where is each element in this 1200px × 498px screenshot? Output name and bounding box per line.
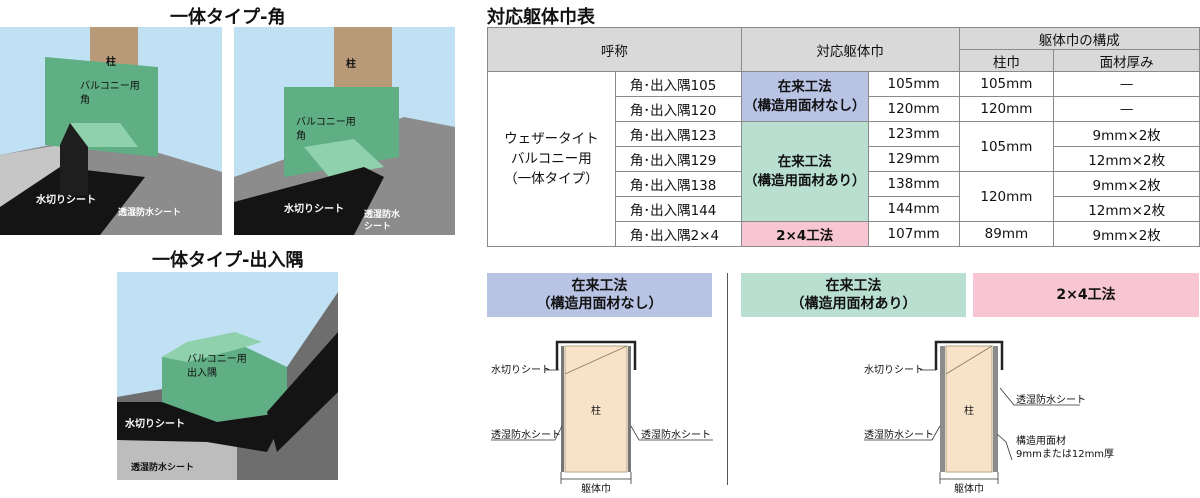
row-board: 12mm×2枚 (1053, 146, 1200, 172)
swatch-green: 在来工法 （構造用面材あり） (741, 273, 966, 317)
method-green-2: （構造用面材あり） (743, 172, 866, 189)
label-tosshitsu-left: 透湿防水シート (491, 428, 561, 441)
balcony-corner-illustration: 柱 バルコニー用 角 水切りシート 透湿防水シート (0, 27, 222, 235)
swatch-blue-2: （構造用面材なし） (536, 296, 663, 312)
label-kutai: 躯体巾 (954, 482, 984, 495)
label-tosshitsu-left: 透湿防水シート (864, 428, 934, 441)
table-row: 角･出入隅120 120mm 120mm — (488, 96, 1200, 122)
method-blue-2: （構造用面材なし） (743, 97, 866, 114)
row-name: 角･出入隅129 (614, 146, 742, 172)
row-name: 角･出入隅138 (614, 171, 742, 197)
method-blue-1: 在来工法 (777, 78, 832, 95)
divider (727, 273, 728, 485)
label-mizukiri: 水切りシート (283, 202, 344, 215)
header-kosei: 躯体巾の構成 (958, 27, 1200, 50)
product-line-1: ウェザータイト (504, 131, 599, 147)
compatible-width-table: 呼称 対応躯体巾 躯体巾の構成 柱巾 面材厚み ウェザータイト バルコニー用 （… (487, 27, 1200, 247)
table-row: 角･出入隅144 144mm 12mm×2枚 (488, 196, 1200, 222)
table-row: 角･出入隅123 在来工法 （構造用面材あり） 123mm 105mm 9mm×… (488, 121, 1200, 222)
label-hashira: 柱 (106, 55, 116, 68)
row-width: 144mm (867, 196, 960, 222)
row-width: 120mm (867, 96, 960, 122)
swatch-blue-1: 在来工法 (571, 278, 628, 294)
swatch-green-2: （構造用面材あり） (790, 296, 917, 312)
product-line-2: バルコニー用 (511, 151, 592, 167)
table-row: 角･出入隅138 138mm 120mm 9mm×2枚 (488, 171, 1200, 222)
row-board: 12mm×2枚 (1053, 196, 1200, 222)
balcony-corner-illustration-alt: 柱 バルコニー用 角 水切りシート 透湿防水 シート (234, 27, 455, 235)
label-hashira: 柱 (591, 404, 601, 417)
table-title: 対応躯体巾表 (487, 7, 595, 28)
row-name: 角･出入隅144 (614, 196, 742, 222)
label-mizukiri: 水切りシート (35, 193, 96, 206)
wall-section-diagram-left: 柱 水切りシート 透湿防水シート 透湿防水シート 躯体巾 (491, 340, 713, 495)
header-menzai: 面材厚み (1053, 49, 1200, 72)
label-kozo-1: 構造用面材 (1016, 434, 1066, 447)
row-pillar: 105mm (958, 121, 1055, 172)
label-tosshitsu-right: 透湿防水シート (1016, 393, 1086, 406)
label-balcony-1: バルコニー用 (296, 116, 356, 128)
label-kozo-2: 9mmまたは12mm厚 (1016, 448, 1114, 460)
swatch-pink-label: 2×4工法 (1056, 287, 1116, 303)
table-row: ウェザータイト バルコニー用 （一体タイプ） 角･出入隅105 在来工法 （構造… (487, 71, 1200, 247)
label-balcony-2: 角 (296, 130, 306, 142)
row-width: 107mm (867, 221, 960, 247)
label-balcony-2: 出入隅 (187, 366, 217, 379)
method-pink-cell: 2×4工法 (740, 221, 869, 247)
label-hashira: 柱 (346, 57, 356, 70)
row-width: 123mm (867, 121, 960, 147)
row-board: — (1053, 96, 1200, 122)
product-line-3: （一体タイプ） (504, 171, 599, 187)
swatch-pink: 2×4工法 (973, 273, 1199, 317)
header-hashira: 柱巾 (958, 49, 1055, 72)
label-tosshitsu-right: 透湿防水シート (641, 428, 711, 441)
swatch-blue: 在来工法 （構造用面材なし） (487, 273, 712, 317)
row-width: 105mm (867, 71, 960, 97)
label-tosshitsu: 透湿防水シート (131, 461, 194, 473)
table-row: 角･出入隅2×4 2×4工法 107mm 89mm 9mm×2枚 (488, 221, 1200, 247)
balcony-inout-corner-illustration: バルコニー用 出入隅 水切りシート 透湿防水シート (117, 272, 338, 480)
method-blue-cell: 在来工法 （構造用面材なし） (740, 71, 869, 122)
header-yobi: 呼称 (487, 27, 742, 72)
wall-section-diagram-right: 柱 水切りシート 透湿防水シート 透湿防水シート 構造用面材 9mmまたは12m… (864, 340, 1114, 495)
row-name: 角･出入隅123 (614, 121, 742, 147)
row-name: 角･出入隅2×4 (614, 221, 742, 247)
row-board: — (1053, 71, 1200, 97)
row-width: 129mm (867, 146, 960, 172)
method-green-cell: 在来工法 （構造用面材あり） (740, 121, 869, 222)
label-mizukiri: 水切りシート (124, 417, 185, 430)
table-row: 角･出入隅129 129mm 12mm×2枚 (488, 146, 1200, 172)
row-pillar: 89mm (958, 221, 1055, 247)
product-name-cell: ウェザータイト バルコニー用 （一体タイプ） (487, 71, 616, 247)
method-green-1: 在来工法 (777, 153, 832, 170)
label-mizukiri: 水切りシート (864, 364, 924, 376)
heading-deiri: 一体タイプ-出入隅 (152, 250, 304, 271)
row-name: 角･出入隅105 (614, 71, 742, 97)
label-tosshitsu-2: シート (364, 221, 391, 232)
label-balcony-1: バルコニー用 (187, 353, 247, 365)
row-pillar: 120mm (958, 96, 1055, 122)
row-board: 9mm×2枚 (1053, 221, 1200, 247)
row-pillar: 120mm (958, 171, 1055, 222)
label-tosshitsu: 透湿防水シート (118, 206, 181, 218)
label-mizukiri: 水切りシート (491, 364, 551, 376)
label-kutai: 躯体巾 (581, 482, 611, 495)
label-balcony-1: バルコニー用 (80, 80, 140, 92)
swatch-green-1: 在来工法 (825, 278, 882, 294)
label-hashira: 柱 (964, 404, 974, 417)
label-tosshitsu-1: 透湿防水 (364, 208, 401, 220)
row-board: 9mm×2枚 (1053, 121, 1200, 147)
label-balcony-2: 角 (80, 94, 90, 106)
row-board: 9mm×2枚 (1053, 171, 1200, 197)
heading-kaku: 一体タイプ-角 (170, 7, 286, 28)
header-taio: 対応躯体巾 (740, 27, 960, 72)
row-width: 138mm (867, 171, 960, 197)
row-pillar: 105mm (958, 71, 1055, 97)
row-name: 角･出入隅120 (614, 96, 742, 122)
